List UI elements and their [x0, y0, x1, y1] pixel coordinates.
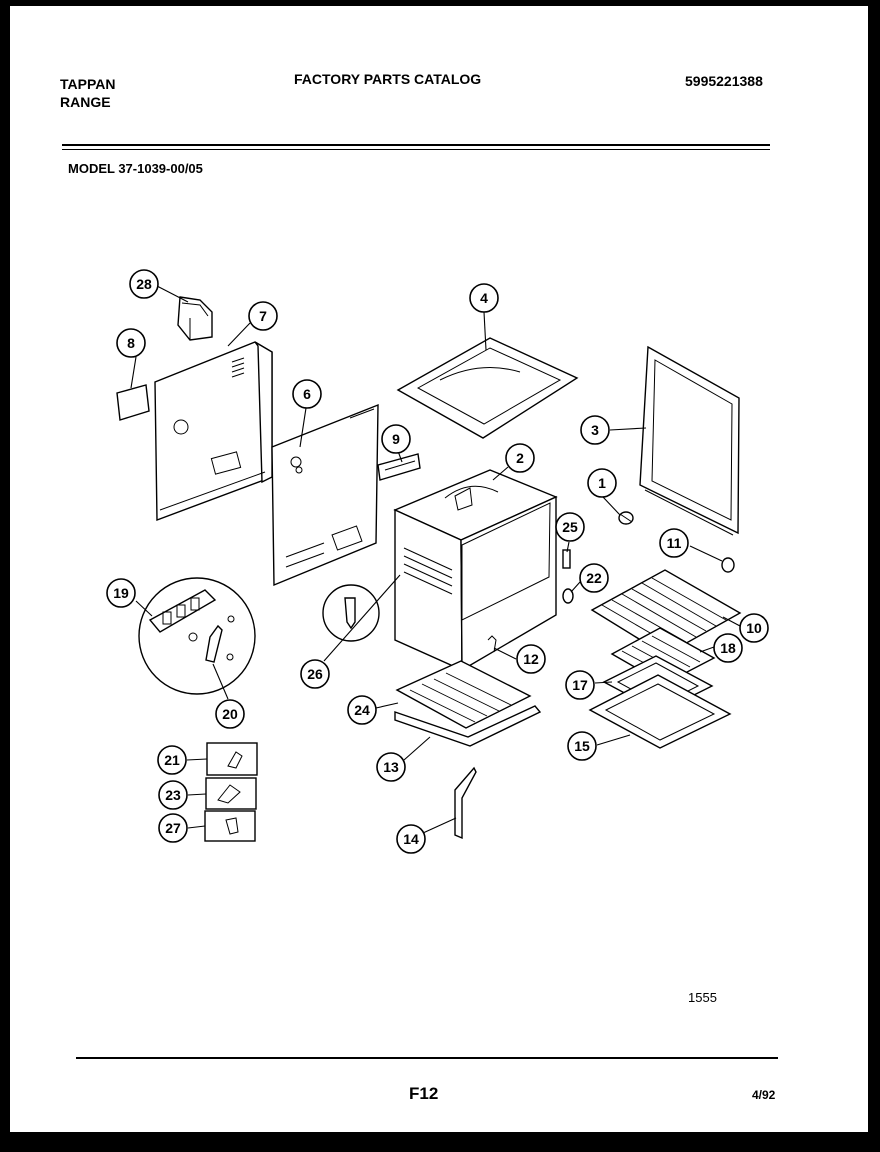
callout-19: 19: [106, 578, 136, 608]
part-3-door-frame: [639, 345, 740, 536]
part-9-bracket: [377, 453, 421, 481]
svg-text:6: 6: [303, 386, 311, 402]
svg-text:18: 18: [720, 640, 736, 656]
leader-lines: [130, 285, 741, 834]
part-7-back-panel: [154, 341, 273, 522]
part-21-box: [206, 742, 258, 776]
svg-text:7: 7: [259, 308, 267, 324]
footer-rule: [76, 1057, 778, 1059]
callout-14: 14: [396, 824, 426, 854]
part-11-knob: [721, 557, 735, 573]
part-25-broil-drawer: [395, 660, 532, 729]
callout-25: 24: [347, 695, 377, 725]
header-rule-top: [62, 144, 770, 146]
callout-20: 20: [215, 699, 245, 729]
part-27-bracket: [177, 296, 213, 341]
callout-3: 3: [580, 415, 610, 445]
part-4-top-panel: [396, 337, 579, 439]
svg-text:10: 10: [746, 620, 762, 636]
callout-28: 27: [158, 813, 188, 843]
svg-text:4: 4: [480, 290, 488, 306]
svg-text:2: 2: [516, 450, 524, 466]
svg-text:14: 14: [403, 831, 419, 847]
callout-6: 6: [292, 379, 322, 409]
callout-22: 22: [579, 563, 609, 593]
callout-13: 13: [376, 752, 406, 782]
svg-text:15: 15: [574, 738, 590, 754]
svg-text:3: 3: [591, 422, 599, 438]
svg-text:27: 27: [165, 820, 181, 836]
diagram-code: 1555: [688, 990, 717, 1005]
svg-text:20: 20: [222, 706, 238, 722]
callout-10: 10: [739, 613, 769, 643]
part-2-oven-body: [393, 469, 558, 672]
svg-text:26: 26: [307, 666, 323, 682]
callout-27: 28: [129, 269, 159, 299]
svg-text:17: 17: [572, 677, 588, 693]
brand-name: TAPPAN: [60, 76, 116, 92]
callout-12: 12: [516, 644, 546, 674]
svg-text:23: 23: [165, 787, 181, 803]
svg-text:8: 8: [127, 335, 135, 351]
svg-text:22: 22: [586, 570, 602, 586]
footer-date: 4/92: [752, 1088, 776, 1102]
part-8-plate: [116, 384, 150, 421]
callout-2: 2: [505, 443, 535, 473]
callout-18: 18: [713, 633, 743, 663]
part-14-handle: [454, 766, 477, 840]
part-22-grommet: [562, 588, 574, 604]
header-rule-bottom: [62, 149, 770, 150]
svg-text:1: 1: [598, 475, 606, 491]
callout-8: 8: [116, 328, 146, 358]
callout-23: 23: [158, 780, 188, 810]
svg-text:25: 25: [562, 519, 578, 535]
part-15-bottom-pan: [588, 674, 732, 749]
catalog-title: FACTORY PARTS CATALOG: [294, 71, 482, 87]
part-24-hinge: [562, 549, 571, 569]
svg-text:28: 28: [136, 276, 152, 292]
callout-17: 17: [565, 670, 595, 700]
callout-7: 7: [248, 301, 278, 331]
callout-1: 1: [587, 468, 617, 498]
callout-4: 4: [469, 283, 499, 313]
product-type: RANGE: [60, 94, 111, 110]
part-28-box: [204, 810, 256, 842]
part-1-knob: [618, 511, 634, 525]
svg-text:12: 12: [523, 651, 539, 667]
detail-circle-26: [322, 584, 380, 642]
callout-9: 9: [381, 424, 411, 454]
callout-15: 15: [567, 731, 597, 761]
part-6-side-panel: [271, 403, 379, 587]
part-23-box: [205, 777, 257, 810]
svg-text:13: 13: [383, 759, 399, 775]
callout-26: 26: [300, 659, 330, 689]
callout-24: 25: [555, 512, 585, 542]
callout-21: 21: [157, 745, 187, 775]
svg-text:11: 11: [667, 535, 682, 551]
svg-text:21: 21: [164, 752, 180, 768]
detail-circle: [138, 577, 256, 695]
model-number: MODEL 37-1039-00/05: [68, 161, 203, 176]
svg-text:9: 9: [392, 431, 400, 447]
part-12-clip: [487, 635, 497, 653]
part-13-drawer-frame: [394, 705, 542, 747]
svg-text:24: 24: [354, 702, 370, 718]
catalog-number: 5995221388: [685, 73, 763, 89]
page-code: F12: [409, 1084, 439, 1103]
callout-11: 11: [659, 528, 689, 558]
svg-text:19: 19: [113, 585, 129, 601]
